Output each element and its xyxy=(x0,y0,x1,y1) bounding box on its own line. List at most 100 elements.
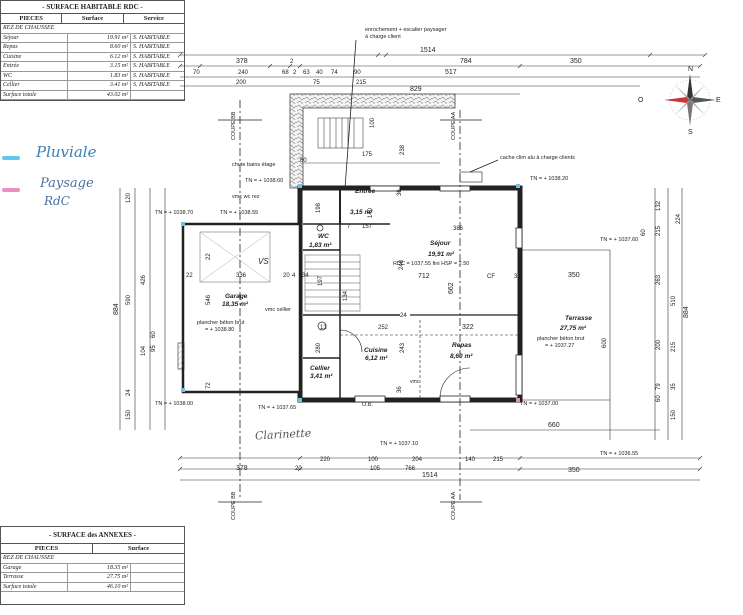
plan-label: 224 xyxy=(676,213,682,224)
handwritten-paysage: Paysage xyxy=(40,176,94,191)
plan-label: 600 xyxy=(602,337,608,348)
cut-label: COUPE AA xyxy=(451,492,457,520)
cut-label: COUPE BB xyxy=(231,111,237,140)
plan-label: 660 xyxy=(548,422,560,429)
plan-label: 350 xyxy=(568,467,580,474)
plan-label: 13 xyxy=(320,325,327,331)
plan-label: vmc xyxy=(410,379,420,385)
plan-label: Cuisine xyxy=(364,347,388,354)
plan-label: 1514 xyxy=(420,47,436,54)
plan-label: 70 xyxy=(193,70,200,76)
plan-label: Terrasse xyxy=(565,315,592,322)
plan-label: cache clim alu à charge clients xyxy=(500,155,575,161)
plan-label: 36 xyxy=(397,386,403,393)
plan-label: 197 xyxy=(318,275,324,286)
plan-label: = + 1038.80 xyxy=(205,327,234,333)
plan-label: 100 xyxy=(368,457,379,463)
plan-label: 517 xyxy=(445,69,457,76)
table-section: REZ DE CHAUSSEE xyxy=(1,24,184,34)
plan-label: 386 xyxy=(453,226,464,232)
plan-label: Garage xyxy=(225,293,248,300)
plan-label: 238 xyxy=(400,144,406,155)
plan-label: Séjour xyxy=(430,240,451,247)
plan-label: 829 xyxy=(410,86,422,93)
plan-label: 546 xyxy=(206,294,212,305)
plan-label: 140 xyxy=(465,457,476,463)
plan-label: 200 xyxy=(656,339,662,350)
plan-label: 79 xyxy=(656,383,662,390)
plan-label: 336 xyxy=(236,273,247,279)
plan-label: 426 xyxy=(141,274,147,285)
col-surface: Surface xyxy=(62,14,124,23)
plan-label: TN = + 1038.55 xyxy=(220,210,258,216)
plan-label: 220 xyxy=(320,457,331,463)
plan-label: 36 xyxy=(514,274,521,280)
plan-label: 252 xyxy=(378,325,389,331)
plan-label: 24 xyxy=(126,389,132,396)
plan-label: 34 xyxy=(302,273,309,279)
plan-label: 1,83 m² xyxy=(309,242,332,249)
col-pieces: PIECES xyxy=(1,544,93,553)
plan-label: = + 1037.27 xyxy=(545,343,574,349)
plan-label: 68 xyxy=(282,70,289,76)
plan-label: VS xyxy=(258,257,269,266)
plan-label: 22 xyxy=(206,253,212,260)
plan-label: TN = + 1037.10 xyxy=(380,441,418,447)
plan-label: E xyxy=(716,97,721,104)
plan-label: plancher béton brut xyxy=(197,320,245,326)
table-total-row: Surface totale 46.10 m² xyxy=(1,582,184,592)
plan-label: 104 xyxy=(141,345,147,356)
plan-label: 3,41 m² xyxy=(310,373,333,380)
compass-icon xyxy=(664,74,716,126)
plan-label: TN = + 1037.00 xyxy=(520,401,558,407)
plan-label: 2 xyxy=(293,70,297,76)
plan-label: 350 xyxy=(568,272,580,279)
plan-label: 60 xyxy=(656,395,662,402)
plan-label: 215 xyxy=(671,341,677,352)
plan-label: 322 xyxy=(462,324,474,331)
plan-label: 204 xyxy=(412,457,423,463)
plan-label: 884 xyxy=(113,303,120,315)
paysage-swatch xyxy=(2,188,20,192)
plan-label: 60 xyxy=(641,229,647,236)
plan-label: 134 xyxy=(343,290,349,301)
plan-label: 75 xyxy=(313,80,320,86)
plan-label: plancher béton brut xyxy=(537,336,585,342)
plan-label: 378 xyxy=(236,465,248,472)
plan-label: 3,15 m² xyxy=(350,209,373,216)
rdc-surface-table: - SURFACE HABITABLE RDC - PIECES Surface… xyxy=(0,0,185,101)
plan-label: 18,35 m² xyxy=(222,301,249,308)
plan-label: 60 xyxy=(300,158,307,164)
plan-label: 140 xyxy=(368,207,374,218)
plan-label: 24 xyxy=(400,313,407,319)
plan-label: 240 xyxy=(238,70,249,76)
plan-label: 105 xyxy=(370,466,381,472)
table-total-row: Surface totale 43.02 m² xyxy=(1,90,184,100)
plan-label: TN = + 1038.20 xyxy=(530,176,568,182)
plan-label: TN = + 1036.55 xyxy=(600,451,638,457)
plan-label: 63 xyxy=(303,70,310,76)
handwritten-rdc: RdC xyxy=(44,194,70,208)
plan-label: WC xyxy=(318,233,329,240)
plan-label: 510 xyxy=(671,295,677,306)
plan-label: 784 xyxy=(460,58,472,65)
plan-label: 662 xyxy=(448,282,455,294)
plan-label: 884 xyxy=(683,306,690,318)
plan-label: TN = + 1037.60 xyxy=(600,237,638,243)
plan-label: 4 xyxy=(292,273,296,279)
plan-label: TN = + 1038.00 xyxy=(155,401,193,407)
rdc-table-title: - SURFACE HABITABLE RDC - xyxy=(1,1,184,14)
plan-label: TN = + 1038.70 xyxy=(155,210,193,216)
plan-label: vmc wc rez xyxy=(232,194,260,200)
plan-label: 72 xyxy=(206,382,212,389)
plan-label: 36 xyxy=(397,189,403,196)
plan-label: 243 xyxy=(400,342,406,353)
table-section: REZ DE CHAUSSEE xyxy=(1,554,184,564)
plan-label: 215 xyxy=(356,80,367,86)
plan-label: Repas xyxy=(452,342,472,349)
plan-label: 20 xyxy=(283,273,290,279)
